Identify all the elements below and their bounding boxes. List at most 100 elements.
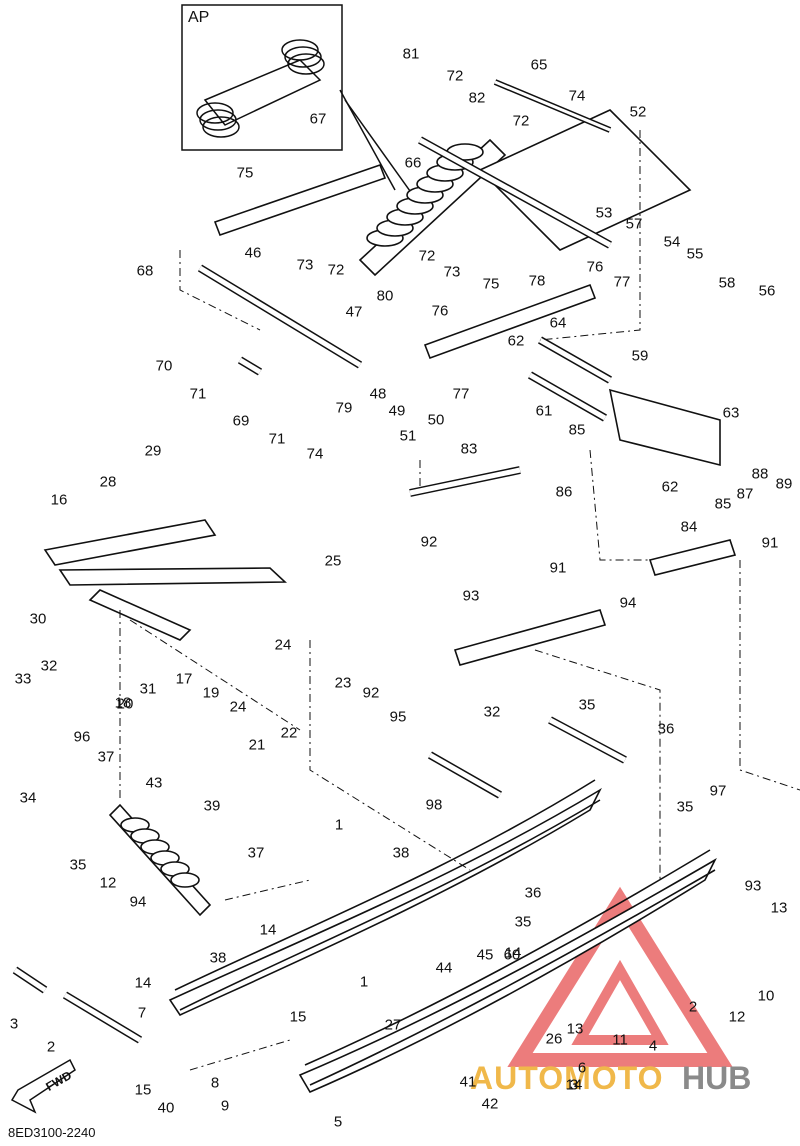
callout-number: 97 <box>709 782 727 800</box>
callout-number: 12 <box>99 874 117 892</box>
callout-number: 92 <box>362 684 380 702</box>
callout-number: 1 <box>334 816 344 834</box>
diagram-code: 8ED3100-2240 <box>8 1125 96 1140</box>
callout-number: 8 <box>210 1074 220 1092</box>
callout-number: 94 <box>619 594 637 612</box>
watermark-suffix: HUB <box>682 1060 752 1096</box>
callout-number: 77 <box>613 273 631 291</box>
callout-number: 24 <box>229 698 247 716</box>
callout-number: 37 <box>97 748 115 766</box>
callout-number: 25 <box>324 552 342 570</box>
callout-number: 49 <box>388 402 406 420</box>
callout-number: 62 <box>661 478 679 496</box>
callout-number: 95 <box>389 708 407 726</box>
callout-number: 81 <box>402 45 420 63</box>
callout-number: 92 <box>420 533 438 551</box>
callout-number: 76 <box>586 258 604 276</box>
callout-number: 21 <box>248 736 266 754</box>
callout-number: 65 <box>530 56 548 74</box>
callout-number: 35 <box>676 798 694 816</box>
leader-lines <box>119 130 800 1071</box>
callout-number: 54 <box>663 233 681 251</box>
callout-number: 53 <box>595 204 613 222</box>
callout-number: 2 <box>688 998 698 1016</box>
callout-number: 56 <box>758 282 776 300</box>
callout-number: 14 <box>134 974 152 992</box>
callout-number: 18 <box>114 694 132 712</box>
callout-number: 16 <box>50 491 68 509</box>
callout-number: 58 <box>718 274 736 292</box>
callout-number: 14 <box>504 944 522 962</box>
callout-number: 15 <box>289 1008 307 1026</box>
callout-number: 74 <box>568 87 586 105</box>
callout-number: 82 <box>468 89 486 107</box>
front-arm-frame <box>43 388 737 641</box>
slide-rails <box>168 779 717 1094</box>
inset-label: AP <box>188 9 210 26</box>
callout-number: 14 <box>259 921 277 939</box>
callout-number: 48 <box>369 385 387 403</box>
callout-number: 24 <box>274 636 292 654</box>
callout-number: 84 <box>680 518 698 536</box>
callout-number: 38 <box>392 844 410 862</box>
callout-number: 32 <box>483 703 501 721</box>
callout-number: 10 <box>757 987 775 1005</box>
callout-number: 77 <box>452 385 470 403</box>
callout-number: 91 <box>761 534 779 552</box>
callout-number: 52 <box>629 103 647 121</box>
callout-number: 17 <box>175 670 193 688</box>
callout-number: 30 <box>29 610 47 628</box>
callout-number: 45 <box>476 946 494 964</box>
callout-number: 27 <box>384 1016 402 1034</box>
callout-number: 79 <box>335 399 353 417</box>
callout-number: 2 <box>46 1038 56 1056</box>
callout-number: 3 <box>9 1015 19 1033</box>
callout-number: 44 <box>435 959 453 977</box>
callout-number: 75 <box>482 275 500 293</box>
callout-number: 94 <box>129 893 147 911</box>
callout-number: 57 <box>625 215 643 233</box>
watermark-brand: AUTOMOTO <box>470 1060 664 1096</box>
callout-number: 93 <box>462 587 480 605</box>
callout-number: 19 <box>202 684 220 702</box>
callout-number: 72 <box>418 247 436 265</box>
callout-number: 60 <box>503 946 521 964</box>
callout-number: 88 <box>751 465 769 483</box>
callout-number: 63 <box>722 404 740 422</box>
callout-number: 74 <box>306 445 324 463</box>
callout-number: 32 <box>40 657 58 675</box>
callout-number: 5 <box>333 1113 343 1131</box>
callout-number: 71 <box>189 385 207 403</box>
callout-number: 1 <box>359 973 369 991</box>
callout-number: 70 <box>155 357 173 375</box>
inset-boot-detail <box>181 4 421 206</box>
callout-number: 12 <box>728 1008 746 1026</box>
callout-number: 72 <box>512 112 530 130</box>
callout-number: 13 <box>770 899 788 917</box>
callout-number: 39 <box>203 797 221 815</box>
callout-number: 20 <box>116 695 134 713</box>
callout-number: 38 <box>209 949 227 967</box>
callout-number: 67 <box>309 110 327 128</box>
callout-number: 34 <box>19 789 37 807</box>
callout-number: 40 <box>157 1099 175 1117</box>
callout-number: 61 <box>535 402 553 420</box>
fwd-arrow-icon <box>10 1058 76 1114</box>
callout-number: 4 <box>648 1037 658 1055</box>
callout-number: 64 <box>549 314 567 332</box>
callout-number: 50 <box>427 411 445 429</box>
callout-number: 42 <box>481 1095 499 1113</box>
callout-number: 47 <box>345 303 363 321</box>
callout-number: 36 <box>524 884 542 902</box>
callout-number: 59 <box>631 347 649 365</box>
front-spring-coil-icon <box>120 817 200 888</box>
shafts-inner <box>13 337 627 1043</box>
callout-number: 35 <box>69 856 87 874</box>
callout-number: 66 <box>404 154 422 172</box>
callout-number: 22 <box>280 724 298 742</box>
callout-number: 91 <box>549 559 567 577</box>
callout-number: 35 <box>578 696 596 714</box>
callout-number: 98 <box>425 796 443 814</box>
damper-link <box>453 609 607 666</box>
callout-number: 51 <box>399 427 417 445</box>
